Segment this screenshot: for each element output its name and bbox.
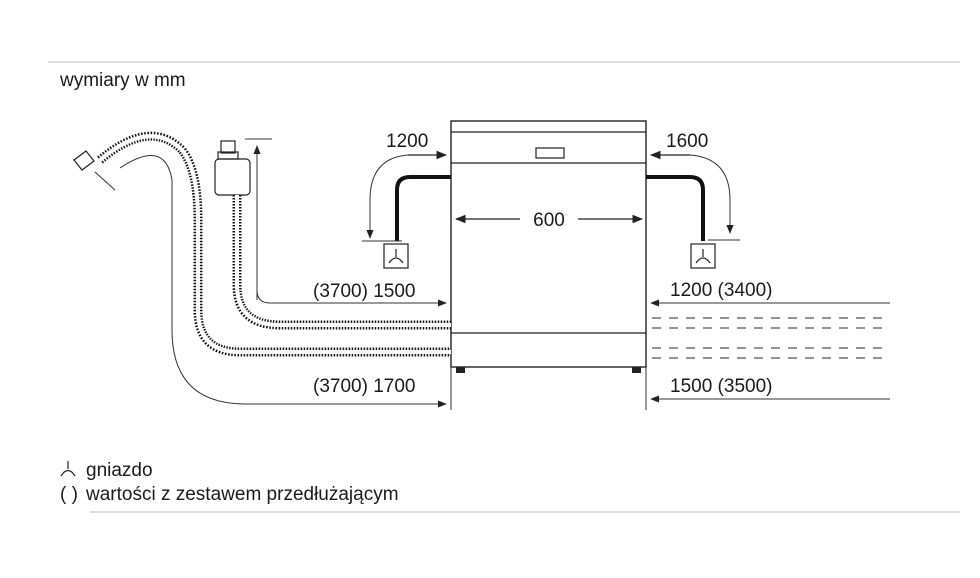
socket-icon <box>60 461 76 477</box>
right-extension-lines: 1200 (3400) 1500 (3500) <box>650 280 890 403</box>
left-cable-length-label: 1200 <box>386 131 428 152</box>
legend: gniazdo ( ) wartości z zestawem przedłuż… <box>60 460 399 505</box>
hose-icon: (3700) 1700 <box>73 131 451 408</box>
left-power-cable: 1200 <box>362 131 451 242</box>
width-label: 600 <box>533 210 565 231</box>
right-cable-length-label: 1600 <box>666 131 708 152</box>
legend-paren-symbol: ( ) <box>60 484 78 505</box>
drain-hose: (3700) 1500 <box>214 138 451 330</box>
socket-icon <box>383 243 409 269</box>
right-mid-length-label: 1200 (3400) <box>670 280 772 301</box>
legend-socket-label: gniazdo <box>86 460 153 481</box>
right-bottom-length-label: 1500 (3500) <box>670 376 772 397</box>
drain-hose-length-label: (3700) 1500 <box>313 281 415 302</box>
socket-icon <box>690 243 716 269</box>
legend-paren-label: wartości z zestawem przedłużającym <box>85 484 399 505</box>
width-dimension: 600 <box>454 210 644 231</box>
inlet-hose-length-label: (3700) 1700 <box>313 376 415 397</box>
dishwasher-icon <box>450 120 647 373</box>
units-note: wymiary w mm <box>59 70 186 91</box>
right-power-cable: 1600 <box>646 131 740 241</box>
